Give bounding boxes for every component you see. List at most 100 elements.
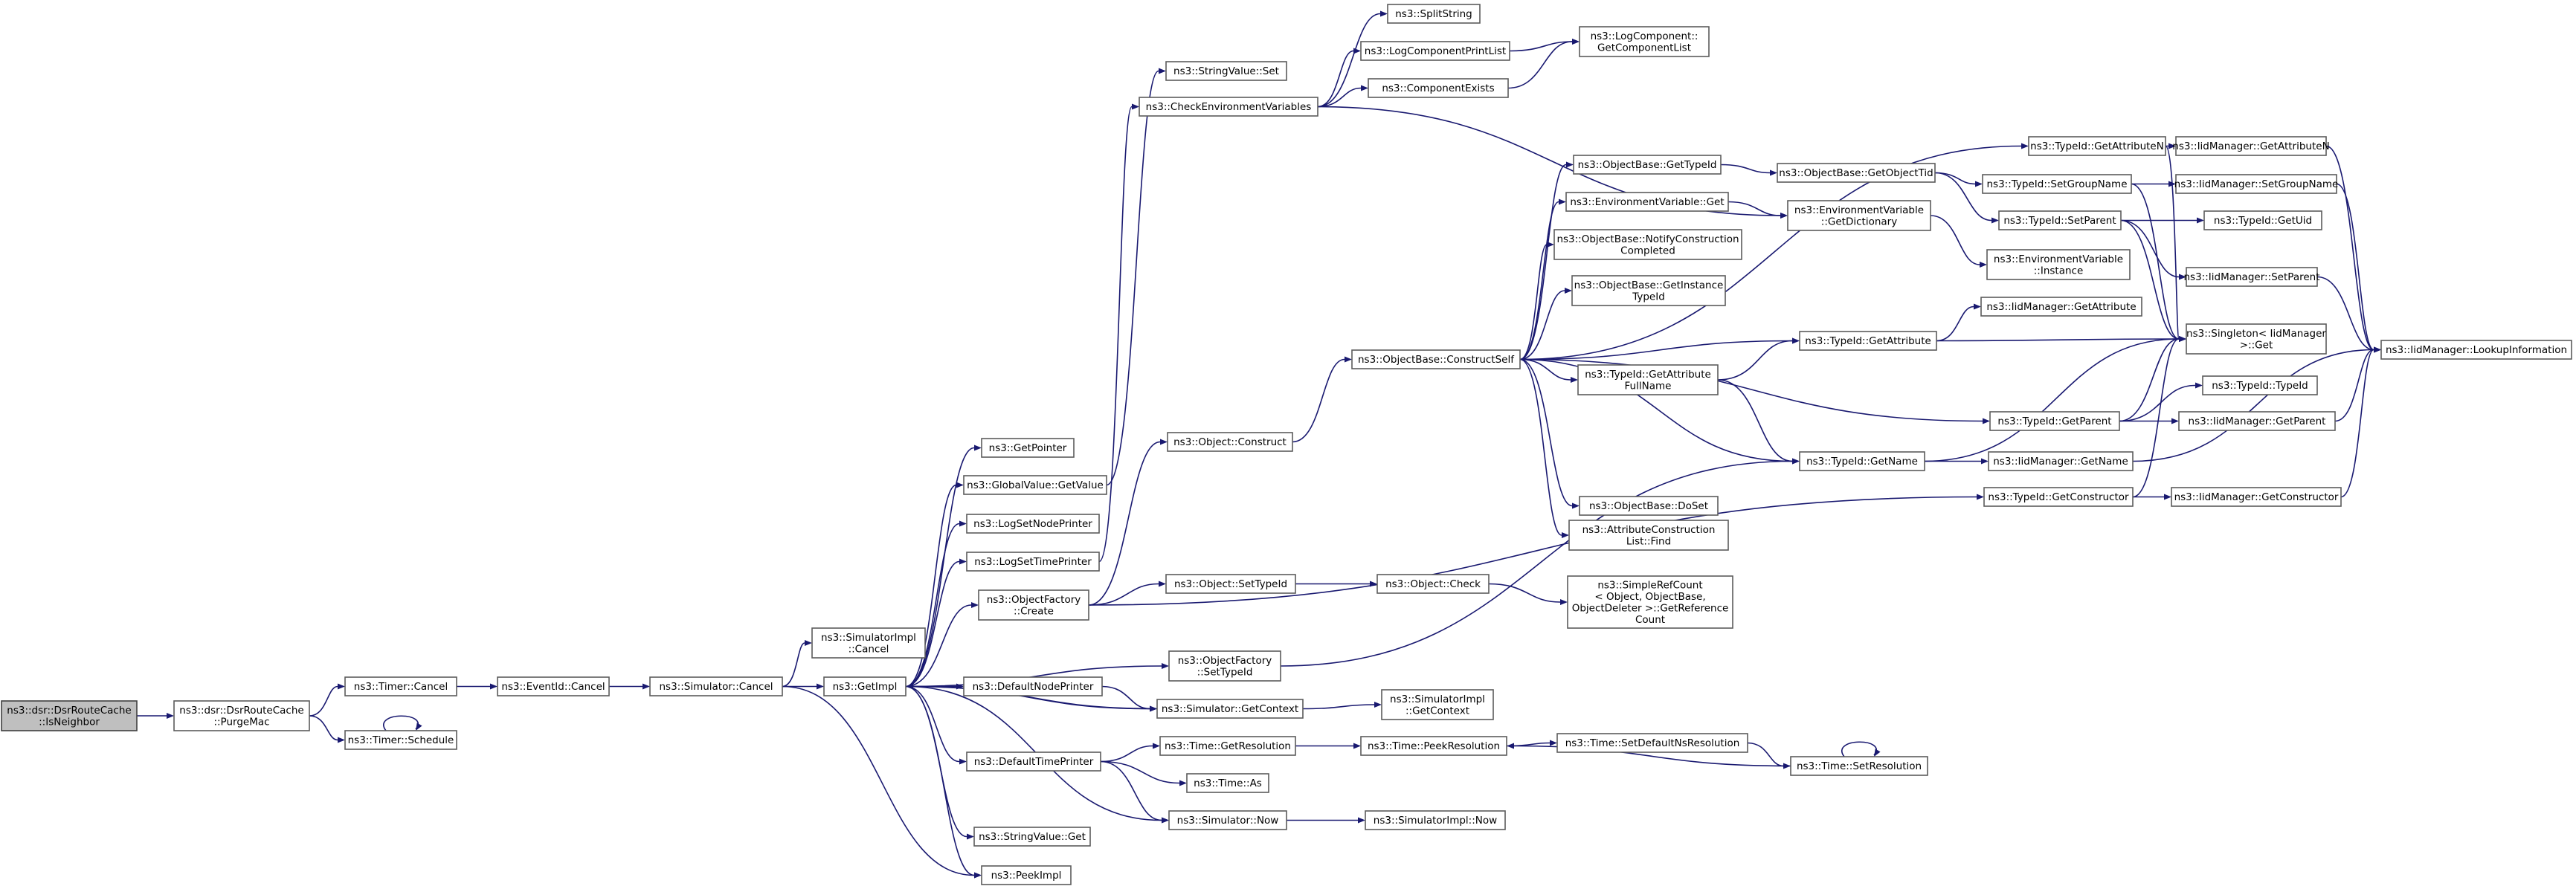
- node-peekImpl[interactable]: ns3::PeekImpl: [981, 865, 1072, 885]
- node-label: ns3::EnvironmentVariable::Get: [1570, 196, 1724, 208]
- node-timePeekResolution[interactable]: ns3::Time::PeekResolution: [1360, 736, 1507, 756]
- node-iidLookup[interactable]: ns3::IidManager::LookupInformation: [2380, 340, 2572, 360]
- edge-constructSelf-to-tidGetAttributeN: [1519, 143, 2029, 361]
- edge-timerCancel-to-eventIdCancel: [457, 683, 498, 690]
- edge-arrowhead: [2164, 494, 2171, 500]
- node-label: ns3::IidManager::GetAttributeN: [2172, 140, 2329, 152]
- node-splitString[interactable]: ns3::SplitString: [1387, 4, 1481, 24]
- node-timeSetDefaultNs[interactable]: ns3::Time::SetDefaultNsResolution: [1556, 733, 1748, 753]
- edge-arrowhead: [1792, 337, 1800, 344]
- edge-line: [1317, 50, 1354, 108]
- edge-constructSelf-to-tidGetParent: [1519, 358, 1990, 424]
- edge-tidGetParent-to-iidGetParent: [2119, 418, 2179, 424]
- edge-arrowhead: [1566, 161, 1574, 168]
- node-getPointer[interactable]: ns3::GetPointer: [981, 438, 1075, 458]
- node-defaultNodePrinter[interactable]: ns3::DefaultNodePrinter: [963, 676, 1103, 696]
- edge-purgeMac-to-timerSchedule: [309, 715, 345, 743]
- node-tidGetConstructor[interactable]: ns3::TypeId::GetConstructor: [1983, 487, 2134, 507]
- edge-arrowhead: [1345, 356, 1352, 363]
- node-obGetTypeId[interactable]: ns3::ObjectBase::GetTypeId: [1573, 155, 1722, 175]
- node-logSetNodePrinter[interactable]: ns3::LogSetNodePrinter: [966, 514, 1100, 534]
- node-simpleRefCount[interactable]: ns3::SimpleRefCount< Object, ObjectBase,…: [1567, 575, 1733, 629]
- node-singletonGet[interactable]: ns3::Singleton< IidManager>::Get: [2186, 323, 2327, 355]
- edge-tidGetAttribute-to-iidGetAttribute: [1936, 303, 1981, 342]
- node-componentExists[interactable]: ns3::ComponentExists: [1368, 78, 1509, 98]
- node-box: [497, 676, 610, 696]
- node-iidGetAttribute[interactable]: ns3::IidManager::GetAttribute: [1980, 297, 2142, 317]
- node-obNotify[interactable]: ns3::ObjectBase::NotifyConstructionCompl…: [1553, 229, 1742, 260]
- edge-defaultTimePrinter-to-timeGetResolution: [1100, 743, 1160, 763]
- edge-getImpl-to-logSetNodePrinter: [905, 520, 967, 688]
- node-eventIdCancel[interactable]: ns3::EventId::Cancel: [497, 676, 610, 696]
- node-constructSelf[interactable]: ns3::ObjectBase::ConstructSelf: [1351, 349, 1521, 369]
- node-simGetContext[interactable]: ns3::Simulator::GetContext: [1156, 699, 1304, 719]
- node-objFactorySetTypeId[interactable]: ns3::ObjectFactory::SetTypeId: [1168, 650, 1281, 682]
- node-checkEnv[interactable]: ns3::CheckEnvironmentVariables: [1139, 97, 1318, 117]
- edge-tidSetGroupName-to-iidSetGroupName: [2131, 181, 2176, 187]
- node-label: ns3::TypeId::GetParent: [1997, 416, 2111, 427]
- node-simCancel[interactable]: ns3::Simulator::Cancel: [649, 676, 783, 696]
- edge-tidSetParent-to-iidSetParent: [2120, 219, 2186, 280]
- node-envVarGet[interactable]: ns3::EnvironmentVariable::Get: [1565, 192, 1729, 212]
- node-simImplCancel[interactable]: ns3::SimulatorImpl::Cancel: [811, 627, 926, 659]
- node-tidGetAttribute[interactable]: ns3::TypeId::GetAttribute: [1799, 331, 1937, 351]
- node-logSetTimePrinter[interactable]: ns3::LogSetTimePrinter: [966, 552, 1100, 572]
- node-tidGetAttributeN[interactable]: ns3::TypeId::GetAttributeN: [2028, 136, 2166, 156]
- node-envVarInstance[interactable]: ns3::EnvironmentVariable::Instance: [1986, 249, 2131, 280]
- node-label: ns3::StringValue::Set: [1173, 65, 1279, 77]
- node-box: [1168, 650, 1281, 682]
- node-timeGetResolution[interactable]: ns3::Time::GetResolution: [1159, 736, 1296, 756]
- node-label: ns3::ObjectBase::GetObjectTid: [1779, 167, 1933, 179]
- node-tidGetName[interactable]: ns3::TypeId::GetName: [1799, 451, 1925, 471]
- node-objectSetTypeId[interactable]: ns3::Object::SetTypeId: [1165, 574, 1296, 594]
- node-simImplGetContext[interactable]: ns3::SimulatorImpl::GetContext: [1381, 689, 1494, 720]
- edge-arrowhead: [2195, 382, 2203, 389]
- node-obDoSet[interactable]: ns3::ObjectBase::DoSet: [1579, 496, 1719, 516]
- node-isNeighbor[interactable]: ns3::dsr::DsrRouteCache::IsNeighbor: [1, 700, 138, 731]
- node-obGetObjectTid[interactable]: ns3::ObjectBase::GetObjectTid: [1777, 163, 1936, 183]
- node-getImpl[interactable]: ns3::GetImpl: [823, 676, 907, 696]
- node-timeAs[interactable]: ns3::Time::As: [1186, 773, 1269, 793]
- node-label: ns3::IidManager::LookupInformation: [2386, 344, 2567, 356]
- node-timerCancel[interactable]: ns3::Timer::Cancel: [344, 676, 457, 696]
- edge-timeGetResolution-to-timePeekResolution: [1295, 743, 1361, 749]
- edge-line: [1720, 164, 1771, 174]
- edge-line: [1747, 742, 1784, 767]
- edge-getImpl-to-peekImpl: [905, 685, 982, 879]
- node-label: ns3::Simulator::Cancel: [659, 681, 773, 693]
- node-objectCheck[interactable]: ns3::Object::Check: [1376, 574, 1490, 594]
- node-tidGetParent[interactable]: ns3::TypeId::GetParent: [1989, 411, 2120, 431]
- node-logCompPrintList[interactable]: ns3::LogComponentPrintList: [1360, 41, 1510, 61]
- node-stringValueGet[interactable]: ns3::StringValue::Get: [973, 827, 1091, 847]
- node-timeSetResolution[interactable]: ns3::Time::SetResolution: [1790, 756, 1928, 776]
- node-tidSetGroupName[interactable]: ns3::TypeId::SetGroupName: [1982, 174, 2132, 194]
- node-label: ns3::TypeId::SetGroupName: [1986, 178, 2127, 190]
- node-box: [963, 475, 1107, 495]
- node-simImplNow[interactable]: ns3::SimulatorImpl::Now: [1365, 810, 1506, 830]
- node-gvGetValue[interactable]: ns3::GlobalValue::GetValue: [963, 475, 1107, 495]
- edge-iidGetParent-to-iidLookup: [2334, 346, 2381, 422]
- node-tidGetUid[interactable]: ns3::TypeId::GetUid: [2203, 210, 2322, 230]
- node-objectConstruct[interactable]: ns3::Object::Construct: [1167, 432, 1293, 452]
- node-iidSetParent[interactable]: ns3::IidManager::SetParent: [2184, 267, 2320, 287]
- node-iidGetParent[interactable]: ns3::IidManager::GetParent: [2178, 411, 2336, 431]
- node-box: [1, 700, 138, 731]
- node-stringValueSet[interactable]: ns3::StringValue::Set: [1165, 61, 1287, 81]
- node-tidTypeId[interactable]: ns3::TypeId::TypeId: [2202, 375, 2318, 395]
- node-iidGetAttributeN[interactable]: ns3::IidManager::GetAttributeN: [2172, 136, 2330, 156]
- node-timerSchedule[interactable]: ns3::Timer::Schedule: [344, 730, 457, 750]
- node-defaultTimePrinter[interactable]: ns3::DefaultTimePrinter: [966, 751, 1101, 772]
- node-envVarGetDict[interactable]: ns3::EnvironmentVariable::GetDictionary: [1787, 200, 1931, 231]
- edge-objectConstruct-to-constructSelf: [1292, 356, 1352, 443]
- node-purgeMac[interactable]: ns3::dsr::DsrRouteCache::PurgeMac: [173, 700, 310, 731]
- node-objFactoryCreate[interactable]: ns3::ObjectFactory::Create: [978, 589, 1089, 621]
- node-iidGetName[interactable]: ns3::IidManager::GetName: [1988, 451, 2134, 471]
- node-logCompGetList[interactable]: ns3::LogComponent::GetComponentList: [1579, 26, 1710, 57]
- node-iidGetConstructor[interactable]: ns3::IidManager::GetConstructor: [2171, 487, 2342, 507]
- node-tidSetParent[interactable]: ns3::TypeId::SetParent: [1998, 210, 2122, 230]
- node-simNow[interactable]: ns3::Simulator::Now: [1168, 810, 1287, 830]
- node-iidSetGroupName[interactable]: ns3::IidManager::SetGroupName: [2174, 174, 2339, 194]
